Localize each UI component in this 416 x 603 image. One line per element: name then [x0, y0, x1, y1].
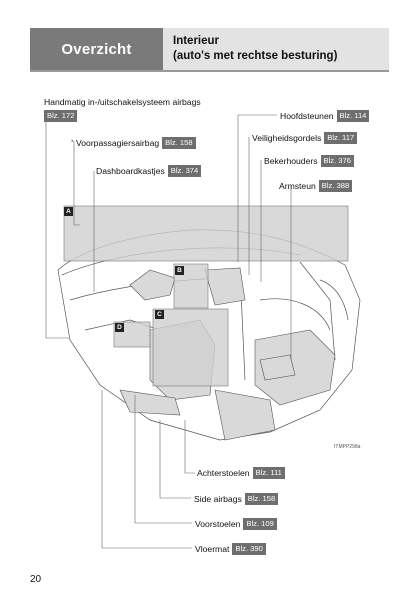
callout-text: Voorstoelen	[195, 519, 241, 529]
page-ref-badge: Blz. 117	[324, 132, 358, 144]
page-ref-badge: Blz. 376	[320, 155, 354, 167]
callout-text: Hoofdsteunen	[280, 111, 334, 121]
tag-c-text: C	[157, 311, 162, 318]
callout-handmatig: Handmatig in-/uitschakelsysteem airbags	[44, 97, 201, 107]
callout-text: Side airbags	[194, 494, 242, 504]
page-title-line1: Interieur	[173, 35, 220, 47]
section-tab: Overzicht	[30, 28, 163, 70]
page-ref-badge: Blz. 388	[318, 180, 353, 192]
callout-text: Achterstoelen	[197, 468, 250, 478]
page-ref-badge: Blz. 114	[336, 110, 370, 122]
page-ref-badge: Blz. 111	[252, 467, 285, 479]
figure-code: ITMPP298a	[334, 444, 361, 450]
tag-b-text: B	[177, 267, 182, 274]
callout-text: Veiligheidsgordels	[252, 133, 322, 143]
page-ref-badge: Blz. 158	[162, 137, 196, 149]
callout-text: Bekerhouders	[264, 156, 318, 166]
section-title: Overzicht	[61, 40, 132, 58]
tag-b: B	[175, 266, 184, 275]
panel-a	[63, 205, 349, 262]
page-number: 20	[30, 574, 42, 585]
page-title: Interieur (auto's met rechtse besturing)	[163, 28, 389, 70]
callout-text: Handmatig in-/uitschakelsysteem airbags	[44, 97, 201, 107]
tag-a: A	[64, 207, 73, 216]
callout-handmatig-ref: Blz. 172	[44, 110, 78, 122]
callout-text: Vloermat	[195, 544, 230, 554]
tag-c: C	[155, 310, 164, 319]
page-ref-badge: Blz. 158	[244, 493, 279, 505]
page-ref-badge: Blz. 390	[232, 543, 266, 555]
header-rule	[30, 70, 389, 72]
page-ref-badge: Blz. 109	[243, 518, 277, 530]
tag-d: D	[115, 323, 124, 332]
page-title-line2: (auto's met rechtse besturing)	[173, 50, 338, 62]
tag-d-text: D	[117, 324, 122, 331]
page-ref-badge: Blz. 172	[44, 110, 78, 122]
callout-text: Dashboardkastjes	[96, 166, 165, 176]
tag-a-text: A	[66, 208, 71, 215]
page-ref-badge: Blz. 374	[167, 165, 202, 177]
panel-c	[152, 308, 229, 387]
callout-text: Voorpassagiersairbag	[76, 138, 160, 148]
callout-text: Armsteun	[279, 181, 316, 191]
